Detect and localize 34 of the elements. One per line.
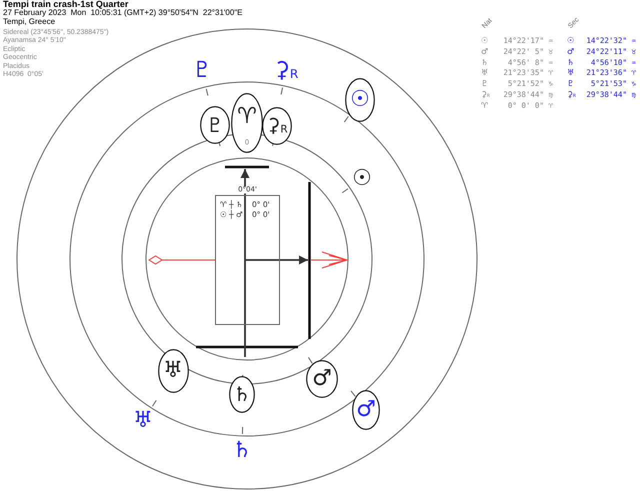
planet-symbol: ♇ bbox=[192, 60, 212, 82]
place-name: Tempi, Greece bbox=[3, 18, 56, 26]
symbol-oval bbox=[231, 93, 263, 153]
planet-symbol: ♅ bbox=[567, 69, 574, 78]
planet-symbol: ♇ bbox=[481, 80, 488, 88]
symbol-oval bbox=[158, 349, 188, 393]
symbol-oval bbox=[352, 390, 380, 430]
symbol-oval bbox=[345, 78, 375, 122]
planet-symbol: ♂ bbox=[481, 48, 488, 56]
symbol-oval bbox=[229, 376, 255, 412]
planet-symbol: ♄ bbox=[233, 384, 251, 404]
planet-symbol: ♂ bbox=[312, 368, 332, 390]
zodiac-symbol: ♈ bbox=[237, 106, 257, 128]
planet-symbol: ♄ bbox=[232, 440, 252, 462]
planet-symbol: ♄ bbox=[567, 58, 574, 67]
symbol-oval bbox=[262, 107, 292, 145]
planet-symbol: ♇ bbox=[567, 80, 574, 88]
zodiac-symbol: ♈ bbox=[481, 102, 488, 110]
planet-symbol: ♂ bbox=[356, 399, 376, 421]
planet-symbol: ♅ bbox=[163, 360, 183, 382]
planet-symbol: ♅ bbox=[133, 410, 153, 432]
chart-datetime: 27 February 2023 Mon 10:05:31 (GMT+2) 39°50'54"N 22°31'00"E bbox=[3, 9, 242, 17]
planet-symbol: ☉ bbox=[567, 37, 574, 45]
planet-symbol: ♂ bbox=[567, 48, 574, 56]
planet-symbol: ♄ bbox=[481, 58, 488, 67]
planet-symbol: ☉ bbox=[350, 89, 370, 111]
aspect-box bbox=[215, 195, 280, 325]
symbol-oval bbox=[306, 360, 338, 398]
planet-symbol: ☉ bbox=[352, 168, 372, 190]
planet-symbol: ☉ bbox=[481, 37, 488, 45]
chart-title: Tempi train crash-1st Quarter bbox=[3, 0, 128, 9]
symbol-oval bbox=[200, 106, 230, 144]
planet-symbol: ♇ bbox=[206, 115, 224, 135]
planet-symbol: ♅ bbox=[481, 69, 488, 78]
